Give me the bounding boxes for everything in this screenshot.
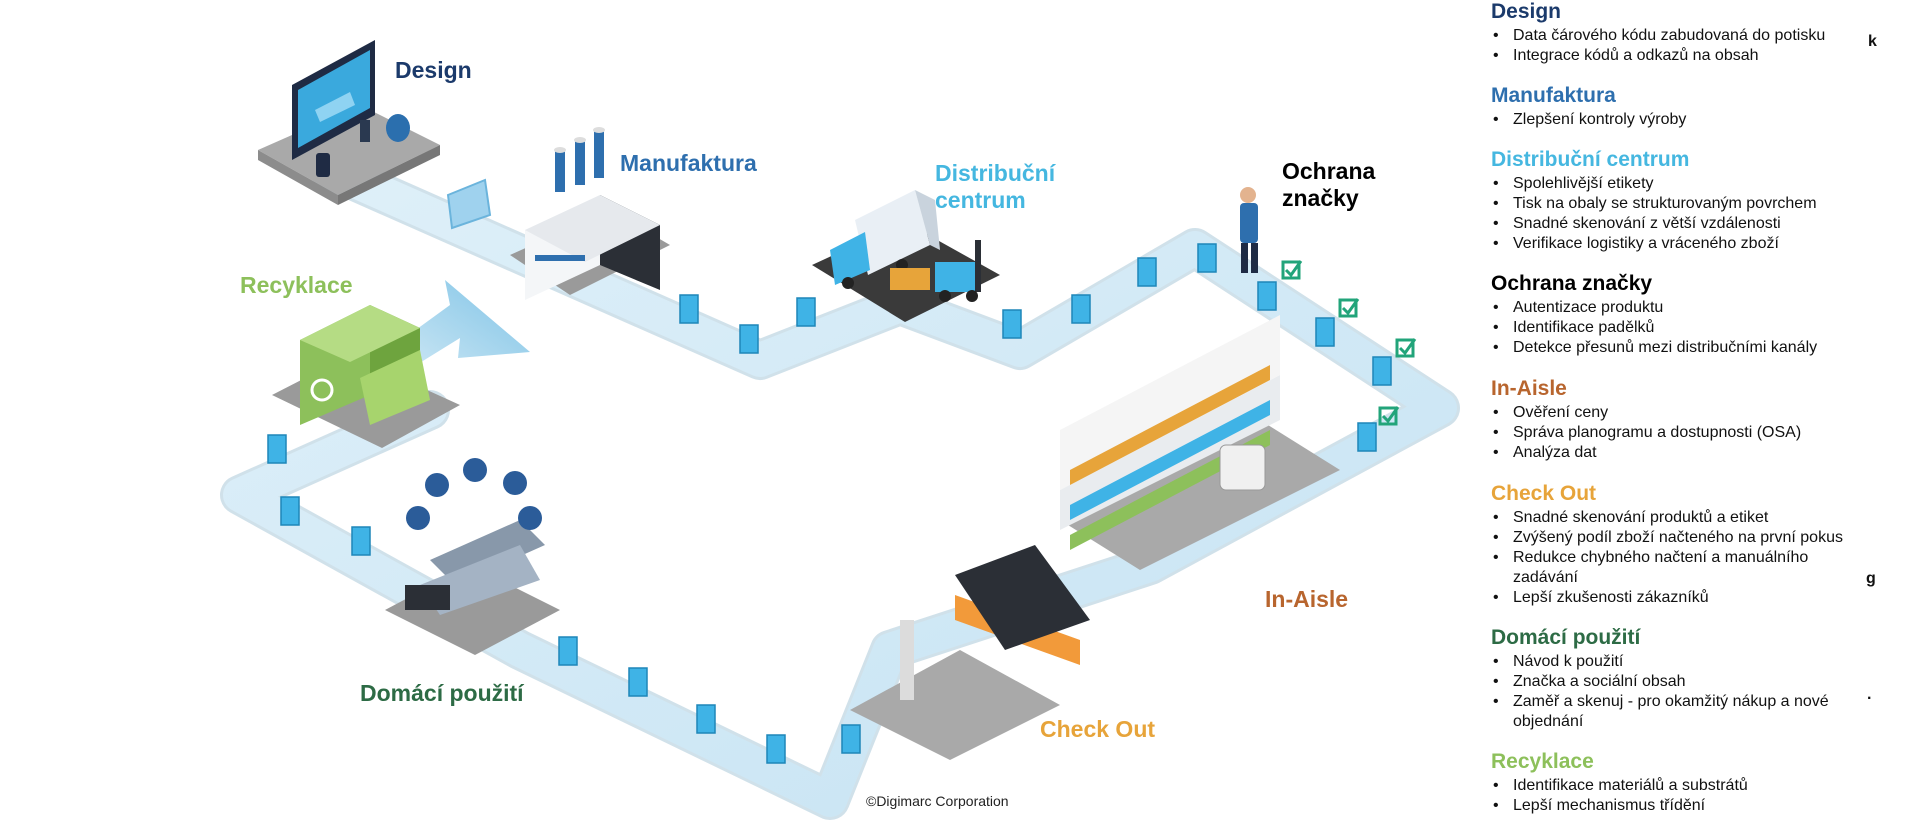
legend-item: Verifikace logistiky a vráceného zboží	[1491, 234, 1871, 254]
legend-section-design: Design Data čárového kódu zabudovaná do …	[1491, 0, 1871, 66]
truck-icon	[830, 190, 940, 289]
checkmark-icon	[1281, 260, 1417, 426]
legend-item: Lepší mechanismus třídění	[1491, 796, 1871, 816]
factory-icon	[510, 127, 670, 300]
edge-mark-dot: ·	[1867, 690, 1873, 707]
legend-item: Značka a sociální obsah	[1491, 672, 1871, 692]
social-icons	[406, 458, 542, 530]
forklift-icon	[935, 240, 981, 302]
supply-chain-diagram: Design Manufaktura Distribuční centrum O…	[220, 40, 1460, 820]
legend-title: Ochrana značky	[1491, 272, 1653, 295]
label-distribucni-centrum: Distribuční centrum	[935, 160, 1056, 213]
legend-item: Ověření ceny	[1491, 403, 1871, 423]
label-in-aisle: In-Aisle	[1265, 586, 1349, 612]
label-domaci-pouziti: Domácí použití	[360, 680, 524, 706]
recycling-building-icon	[272, 305, 460, 448]
legend-item: Autentizace produktu	[1491, 298, 1871, 318]
legend-item: Zvýšený podíl zboží načteného na první p…	[1491, 528, 1871, 548]
legend-title: Check Out	[1491, 482, 1597, 505]
legend-section-distribucni-centrum: Distribuční centrum Spolehlivější etiket…	[1491, 148, 1871, 254]
pencil-cup-icon	[316, 153, 330, 177]
legend-title: Domácí použití	[1491, 626, 1641, 649]
legend-item: Lepší zkušenosti zákazníků	[1491, 588, 1871, 608]
mug-icon	[386, 114, 410, 142]
hashtag-icon	[406, 506, 430, 530]
legend-item: Snadné skenování z větší vzdálenosti	[1491, 214, 1871, 234]
recycle-arrow	[395, 280, 530, 372]
legend-item: Snadné skenování produktů a etiket	[1491, 508, 1871, 528]
pallet-icon	[890, 268, 930, 290]
legend-section-ochrana-znacky: Ochrana značky Autentizace produktu Iden…	[1491, 272, 1871, 358]
legend-item: Tisk na obaly se strukturovaným povrchem	[1491, 194, 1871, 214]
store-shelf-icon	[1060, 315, 1340, 570]
legend-item: Zlepšení kontroly výroby	[1491, 110, 1871, 130]
worker-scanner-icon	[1240, 187, 1258, 273]
legend-title: Manufaktura	[1491, 84, 1616, 107]
legend-item: Detekce přesunů mezi distribučními kanál…	[1491, 338, 1871, 358]
legend-title: Design	[1491, 0, 1562, 23]
legend-item: Správa planogramu a dostupnosti (OSA)	[1491, 423, 1871, 443]
legend-section-check-out: Check Out Snadné skenování produktů a et…	[1491, 482, 1871, 608]
computer-monitor-icon	[292, 40, 375, 160]
legend-item: Zaměř a skenuj - pro okamžitý nákup a no…	[1491, 692, 1873, 732]
legend-item: Integrace kódů a odkazů na obsah	[1491, 46, 1871, 66]
diagram-canvas	[220, 40, 1460, 820]
share-icon	[503, 471, 527, 495]
legend-item: Redukce chybného načtení a manuálního za…	[1491, 548, 1853, 588]
heart-icon	[425, 473, 449, 497]
legend-item: Identifikace materiálů a substrátů	[1491, 776, 1871, 796]
legend-section-in-aisle: In-Aisle Ověření ceny Správa planogramu …	[1491, 377, 1871, 463]
print-sheet-icon	[446, 178, 492, 230]
chat-icon	[518, 506, 542, 530]
legend-item: Data čárového kódu zabudovaná do potisku	[1491, 26, 1871, 46]
edge-mark-k: k	[1868, 33, 1877, 50]
legend-section-manufaktura: Manufaktura Zlepšení kontroly výroby	[1491, 84, 1871, 130]
label-check-out: Check Out	[1040, 716, 1156, 742]
legend-title: Distribuční centrum	[1491, 148, 1690, 171]
legend-item: Identifikace padělků	[1491, 318, 1871, 338]
legend-item: Návod k použití	[1491, 652, 1871, 672]
legend-title: Recyklace	[1491, 750, 1594, 773]
edge-mark-g: g	[1866, 570, 1876, 587]
label-manufaktura: Manufaktura	[620, 150, 757, 176]
cart-icon	[1219, 444, 1266, 491]
distribution-station	[812, 190, 1000, 322]
label-design: Design	[395, 57, 472, 83]
label-ochrana-znacky: Ochrana značky	[1282, 158, 1376, 211]
label-recyklace: Recyklace	[240, 272, 353, 298]
sofa-icon	[385, 520, 560, 655]
legend-title: In-Aisle	[1491, 377, 1567, 400]
legend-section-recyklace: Recyklace Identifikace materiálů a subst…	[1491, 750, 1871, 816]
package-icon	[267, 243, 1392, 764]
thumbs-up-icon	[463, 458, 487, 482]
legend-item: Spolehlivější etikety	[1491, 174, 1871, 194]
checkout-counter-icon	[850, 545, 1090, 760]
design-station	[258, 40, 440, 205]
legend-section-domaci-pouziti: Domácí použití Návod k použití Značka a …	[1491, 626, 1871, 732]
legend-item: Analýza dat	[1491, 443, 1871, 463]
copyright-text: ©Digimarc Corporation	[866, 793, 1009, 809]
